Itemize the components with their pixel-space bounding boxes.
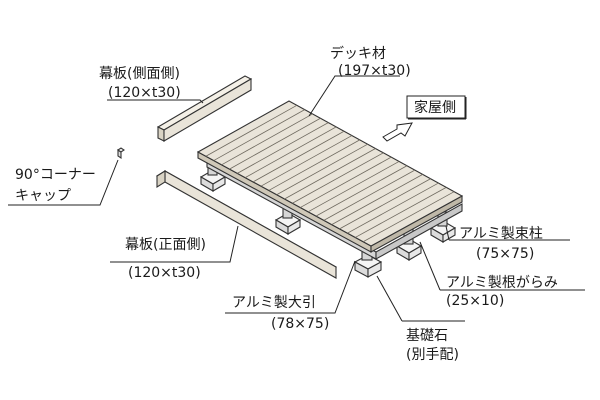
- deck-board-seam: [268, 139, 360, 191]
- deck-board-seam: [213, 109, 305, 161]
- deck-board-seam: [252, 130, 345, 183]
- house-direction-arrow: [382, 122, 413, 142]
- brace-label: アルミ製根がらみ: [446, 275, 558, 291]
- side-skirt-size: (120×t30): [108, 85, 181, 101]
- corner-cap-part: [117, 147, 125, 160]
- corner-cap-label: 90°コーナー: [15, 167, 96, 183]
- post-size: (75×75): [476, 246, 534, 262]
- deck-board-seam: [276, 143, 368, 196]
- deck-board-seam: [237, 122, 329, 174]
- deck-board-seam: [307, 161, 400, 213]
- labels: デッキ材 (197×t30) 幕板(側面側) (120×t30) 90°コーナー…: [15, 45, 558, 363]
- deck-board-label: デッキ材: [330, 45, 386, 62]
- deck-board-seam: [260, 135, 353, 187]
- beam-label: アルミ製大引: [232, 295, 316, 311]
- deck-board-seam: [284, 148, 376, 200]
- deck-board-seam: [362, 191, 455, 243]
- front-skirt-label: 幕板(正面側): [125, 237, 206, 253]
- beam-size: (78×75): [271, 316, 329, 332]
- leader-lines: [8, 75, 585, 322]
- corner-cap-label-2: キャップ: [15, 188, 71, 204]
- deck-board-seam: [292, 152, 384, 204]
- deck-board-seam: [347, 182, 439, 234]
- deck-board-seam: [244, 126, 337, 178]
- brace-size: (25×10): [446, 293, 504, 309]
- deck-board-lines: [205, 104, 455, 243]
- house-side-label: 家屋側: [414, 99, 456, 116]
- deck-board-seam: [205, 104, 298, 157]
- deck-board-seam: [300, 156, 392, 208]
- front-skirt-board: [155, 170, 338, 279]
- deck-board-seam: [315, 165, 408, 217]
- side-skirt-board: [156, 75, 253, 142]
- deck-board-seam: [339, 178, 431, 230]
- deck-board-seam: [229, 117, 321, 170]
- deck-board-size: (197×t30): [338, 63, 411, 79]
- deck-board-seam: [221, 113, 313, 166]
- deck-board-seam: [323, 169, 416, 221]
- house-side-box: 家屋側: [406, 95, 467, 120]
- foundation-note: (別手配): [406, 347, 459, 363]
- deck-surface: [196, 100, 464, 253]
- side-skirt-label: 幕板(側面側): [99, 66, 180, 82]
- front-skirt-size: (120×t30): [128, 265, 201, 281]
- foundation-label: 基礎石: [406, 327, 448, 344]
- deck-board-seam: [331, 174, 423, 225]
- post-label: アルミ製束柱: [459, 226, 543, 242]
- deck-board-seam: [355, 187, 447, 238]
